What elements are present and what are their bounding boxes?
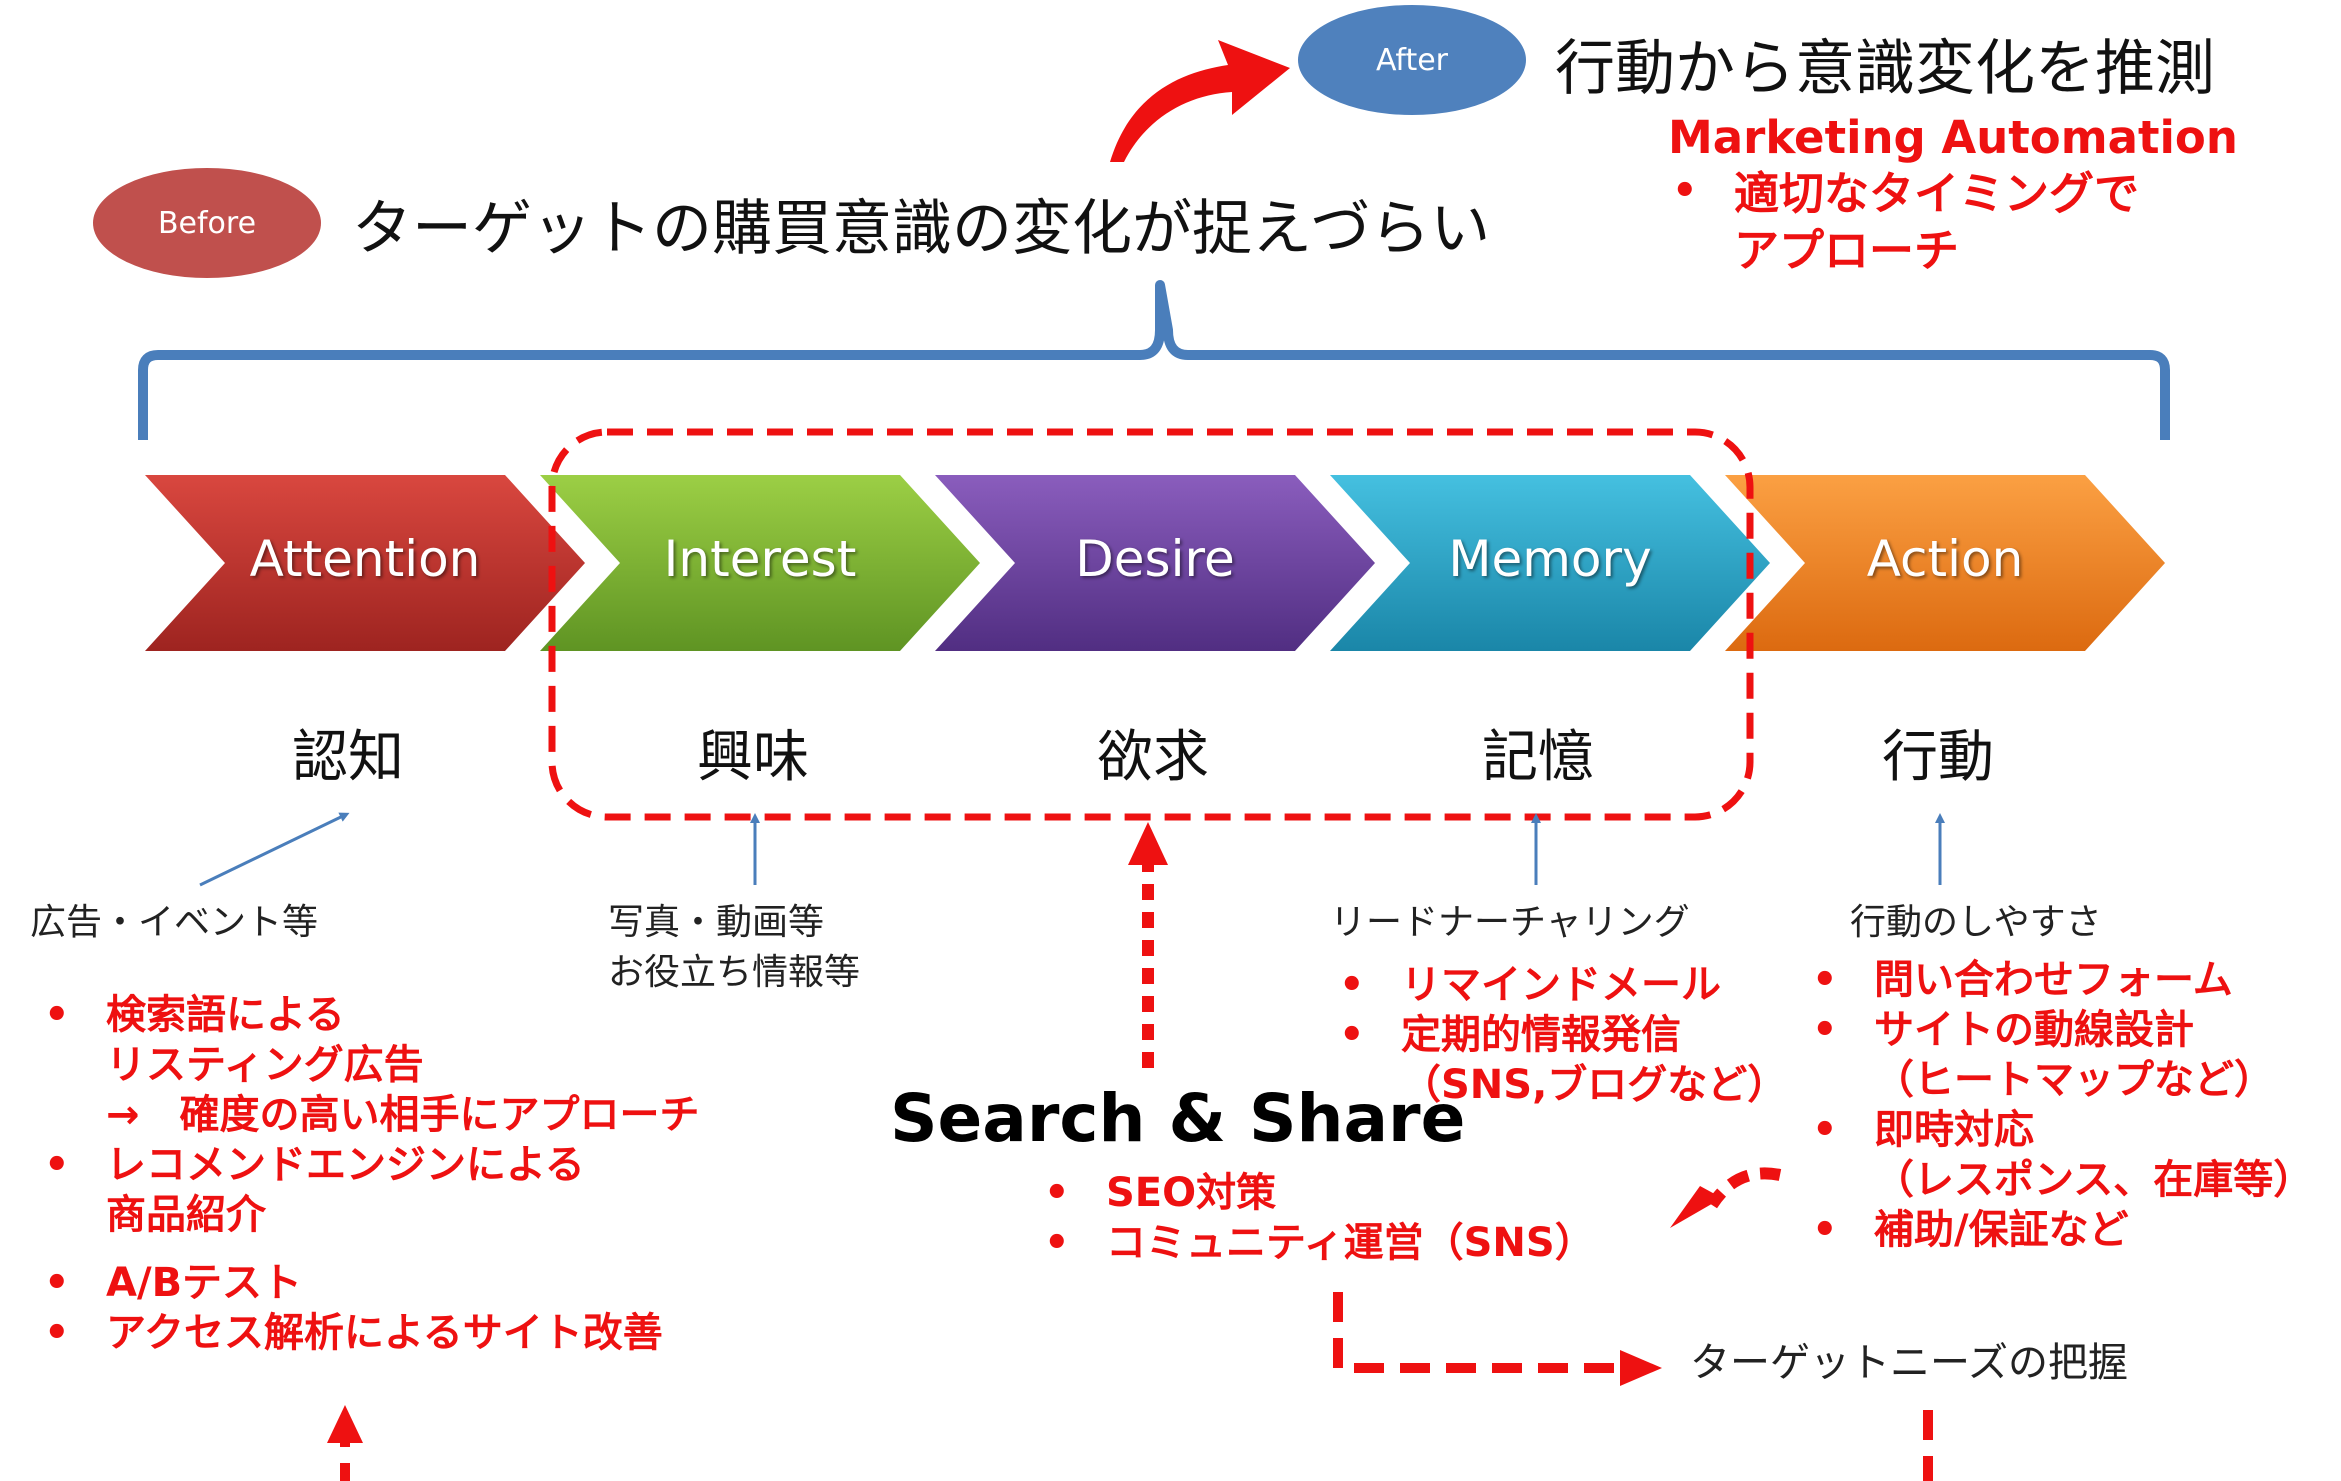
memory-note: リードナーチャリング	[1330, 902, 1690, 943]
stage-attention-kanji: 認知	[292, 725, 404, 790]
memory-item-text: リマインドメール	[1401, 962, 1721, 1008]
attention-note: 広告・イベント等	[30, 902, 319, 943]
needs-feedback-loop-head	[327, 1405, 363, 1443]
chevron-desire	[935, 475, 1375, 651]
action-tactics-list: • 問い合わせフォーム • サイトの動線設計 （ヒートマップなど） • 即時対応…	[1808, 955, 2313, 1255]
marketing-automation-title: Marketing Automation	[1668, 111, 2238, 164]
bullet-icon: •	[1812, 1107, 1838, 1153]
share-to-needs-arrow-head	[1620, 1350, 1662, 1386]
bullet-icon: •	[1044, 1170, 1070, 1216]
list-item-continuation: アプローチ	[1668, 223, 2238, 279]
attention-item-text: アクセス解析によるサイト改善	[106, 1310, 663, 1356]
search-share-title: Search & Share	[890, 1080, 1466, 1157]
bullet-icon: •	[1812, 1207, 1838, 1253]
list-item: • アクセス解析によるサイト改善	[40, 1308, 700, 1358]
memory-tactics-list: • リマインドメール • 定期的情報発信 （SNS,ブログなど）	[1335, 960, 1787, 1110]
list-item: • レコメンドエンジンによる	[40, 1140, 700, 1190]
action-note: 行動のしやすさ	[1850, 902, 2102, 943]
ma-item-line2: アプローチ	[1734, 223, 1960, 277]
attention-item-text: 商品紹介	[106, 1192, 266, 1238]
stage-interest-label: Interest	[663, 530, 857, 588]
before-to-after-arrow	[1110, 40, 1290, 162]
chevron-action	[1725, 475, 2165, 651]
attention-tactics-list: • 検索語による リスティング広告 → 確度の高い相手にアプローチ • レコメン…	[40, 990, 700, 1358]
list-item: • コミュニティ運営（SNS）	[1040, 1218, 1595, 1268]
bullet-icon: •	[1812, 957, 1838, 1003]
after-badge-label: After	[1375, 42, 1449, 78]
attention-item-text: リスティング広告	[106, 1042, 424, 1088]
list-item: • 即時対応	[1808, 1105, 2313, 1155]
before-text: ターゲットの購買意識の変化が捉えづらい	[352, 194, 1491, 264]
action-item-text: （ヒートマップなど）	[1874, 1057, 2274, 1103]
interest-memory-group-box	[548, 428, 1754, 821]
before-badge-label: Before	[157, 205, 257, 241]
stage-attention-label: Attention	[249, 530, 481, 588]
bullet-icon: •	[44, 1260, 70, 1306]
before-badge: Before	[93, 168, 321, 278]
needs-feedback-loop	[340, 1410, 1933, 1481]
list-item: • SEO対策	[1040, 1168, 1595, 1218]
after-badge: After	[1298, 5, 1526, 115]
list-item: • サイトの動線設計	[1808, 1005, 2313, 1055]
stage-brace	[138, 280, 2170, 440]
search-share-list: • SEO対策 • コミュニティ運営（SNS）	[1040, 1168, 1595, 1268]
ma-item-line1: 適切なタイミングで	[1734, 167, 2140, 221]
bullet-icon: •	[44, 1142, 70, 1188]
stage-interest-kanji: 興味	[697, 725, 809, 790]
list-item: • 補助/保証など	[1808, 1205, 2313, 1255]
list-item: • A/Bテスト	[40, 1258, 700, 1308]
bullet-icon: •	[44, 992, 70, 1038]
chevron-attention	[145, 475, 585, 651]
bullet-icon: •	[1339, 1012, 1365, 1058]
stage-memory-label: Memory	[1448, 530, 1652, 588]
bullet-icon: •	[1339, 962, 1365, 1008]
list-item-continuation: 商品紹介	[40, 1190, 700, 1240]
list-item: • 検索語による	[40, 990, 700, 1040]
search-share-item: SEO対策	[1106, 1170, 1277, 1216]
action-to-share-arrow-head	[1670, 1186, 1722, 1228]
list-item: • 適切なタイミングで	[1668, 166, 2238, 222]
action-item-text: サイトの動線設計	[1874, 1007, 2194, 1053]
pointer-attention	[199, 812, 350, 887]
interest-note-2: お役立ち情報等	[608, 952, 861, 993]
stage-action-kanji: 行動	[1882, 725, 1994, 790]
list-item-continuation: → 確度の高い相手にアプローチ	[40, 1090, 700, 1140]
list-item: • 問い合わせフォーム	[1808, 955, 2313, 1005]
search-share-item: コミュニティ運営（SNS）	[1106, 1220, 1595, 1266]
bullet-icon: •	[1672, 168, 1698, 215]
bullet-icon: •	[44, 1310, 70, 1356]
list-item: • リマインドメール	[1335, 960, 1787, 1010]
bullet-icon: •	[1812, 1007, 1838, 1053]
action-item-text: 即時対応	[1874, 1107, 2034, 1153]
stage-action-label: Action	[1866, 530, 2024, 588]
search-share-up-arrow-head	[1128, 822, 1168, 865]
action-item-text: 補助/保証など	[1874, 1207, 2129, 1253]
attention-item-text: 検索語による	[106, 992, 345, 1038]
marketing-automation-block: Marketing Automation • 適切なタイミングで アプローチ	[1668, 110, 2238, 279]
stage-desire-kanji: 欲求	[1097, 725, 1209, 790]
list-item-continuation: （SNS,ブログなど）	[1335, 1060, 1787, 1110]
action-to-share-arrow	[1706, 1167, 1782, 1209]
stage-memory-kanji: 記憶	[1482, 725, 1594, 790]
list-item-continuation: リスティング広告	[40, 1040, 700, 1090]
list-item-continuation: （レスポンス、在庫等）	[1808, 1155, 2313, 1205]
bullet-icon: •	[1044, 1220, 1070, 1266]
attention-item-text: A/Bテスト	[106, 1260, 303, 1306]
action-item-text: （レスポンス、在庫等）	[1874, 1157, 2314, 1203]
memory-item-text: （SNS,ブログなど）	[1401, 1062, 1788, 1108]
action-item-text: 問い合わせフォーム	[1874, 957, 2233, 1003]
interest-note-1: 写真・動画等	[608, 902, 825, 943]
attention-item-text: レコメンドエンジンによる	[106, 1142, 585, 1188]
stage-desire-label: Desire	[1075, 530, 1235, 588]
list-item-continuation: （ヒートマップなど）	[1808, 1055, 2313, 1105]
chevron-interest	[540, 475, 980, 651]
list-item: • 定期的情報発信	[1335, 1010, 1787, 1060]
share-to-needs-arrow	[1333, 1292, 1625, 1373]
chevron-memory	[1330, 475, 1770, 651]
attention-item-text: → 確度の高い相手にアプローチ	[106, 1092, 700, 1138]
after-text: 行動から意識変化を推測	[1555, 34, 2215, 104]
target-needs-text: ターゲットニーズの把握	[1690, 1340, 2128, 1386]
memory-item-text: 定期的情報発信	[1401, 1012, 1681, 1058]
